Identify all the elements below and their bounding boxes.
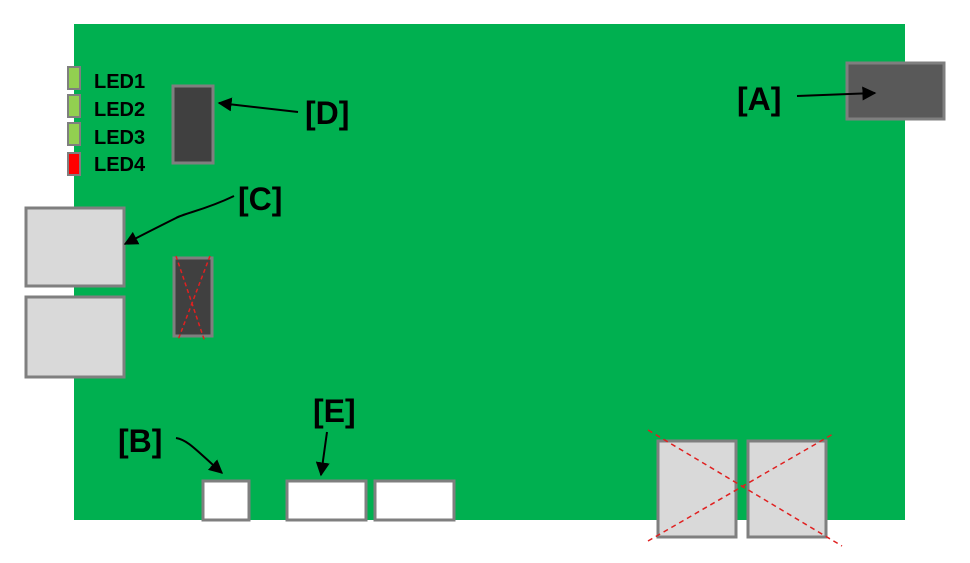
- led-3-indicator: [67, 122, 81, 146]
- bottom-right-port-1: [656, 439, 738, 539]
- arrow-e: [315, 431, 330, 477]
- led-1-indicator: [67, 66, 81, 90]
- bottom-right-ports-cross: [647, 429, 843, 547]
- port-b: [201, 479, 251, 522]
- left-port-lower: [24, 295, 126, 379]
- led-2-indicator: [67, 94, 81, 118]
- arrow-c: [123, 195, 235, 245]
- arrow-d: [217, 97, 299, 113]
- connector-a: [845, 61, 946, 121]
- arrow-b: [175, 437, 224, 474]
- callout-arrows: [123, 86, 877, 477]
- chip-d: [171, 84, 215, 165]
- callout-a-label: [A]: [737, 81, 781, 117]
- led-4-indicator: [67, 152, 81, 176]
- middle-chip-cross: [175, 255, 211, 343]
- port-e-1: [285, 479, 368, 522]
- led-group: LED1 LED2 LED3 LED4: [67, 66, 146, 176]
- callout-e-label: [E]: [313, 393, 356, 429]
- led-3-label: LED3: [94, 127, 145, 149]
- middle-chip: [172, 256, 214, 338]
- led-2-label: LED2: [94, 99, 145, 121]
- callout-c-label: [C]: [238, 181, 282, 217]
- led-4-label: LED4: [94, 154, 146, 176]
- port-e-2: [373, 479, 456, 522]
- led-1-label: LED1: [94, 71, 145, 93]
- callout-b-label: [B]: [118, 423, 162, 459]
- arrow-a: [796, 86, 877, 101]
- bottom-right-port-2: [746, 439, 828, 539]
- callout-d-label: [D]: [305, 95, 349, 131]
- left-port-upper: [24, 206, 126, 288]
